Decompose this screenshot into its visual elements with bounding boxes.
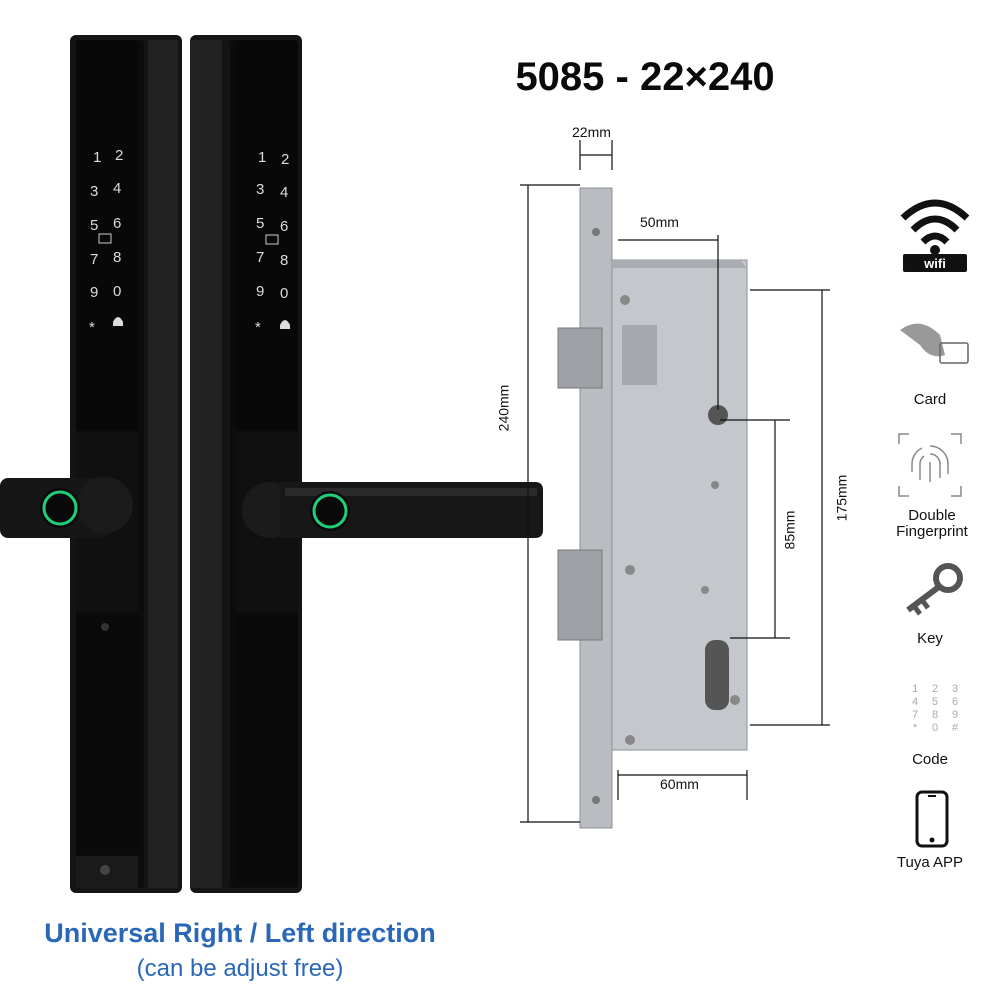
lock-left [70,35,182,893]
bell-icon [113,317,123,326]
keypad-digit: 6 [113,215,121,232]
keypad-digit: 7 [90,251,98,268]
dim-case-height: 175mm [833,474,850,522]
feature-label-fingerprint: Double Fingerprint [896,507,968,540]
keypad-digit: * [89,319,95,336]
feature-label-code: Code [912,751,948,768]
keypad-left: 1 2 3 4 5 6 7 8 9 0 * [89,147,123,336]
keypad-digit: 1 [258,149,266,166]
keypad-digit: 4 [280,184,288,201]
feature-label-card: Card [913,391,947,408]
keypad-right: 1 2 3 4 5 6 7 8 9 0 * [255,149,290,336]
card-reader-icon [98,233,112,244]
fingerprint-sensor-icon [42,490,78,526]
code-digit: 7 [911,709,919,721]
code-digit: 0 [931,722,939,734]
dim-height: 240mm [495,384,512,432]
keypad-digit: 1 [93,149,101,166]
card-reader-icon [265,234,279,245]
keypad-digit: 9 [256,283,264,300]
keypad-digit: 4 [113,180,121,197]
dim-spindle-to-cylinder: 85mm [781,510,798,550]
handle-left [0,477,133,538]
code-digit: 1 [911,683,919,695]
keypad-digit: 3 [90,183,98,200]
dim-faceplate-width: 22mm [572,124,611,140]
code-digit: 8 [931,709,939,721]
code-digit: 4 [911,696,919,708]
keypad-digit: 0 [280,285,288,302]
phone-icon [915,790,949,848]
keypad-digit: 5 [90,217,98,234]
keypad-digit: 3 [256,181,264,198]
code-digit: 2 [931,683,939,695]
keypad-digit: 6 [280,218,288,235]
keypad-digit: 9 [90,284,98,301]
smart-lock-illustration: 1 2 3 4 5 6 7 8 9 0 * 1 2 3 4 5 6 7 8 9 … [0,35,543,893]
keypad-digit: 0 [113,283,121,300]
handle-right [242,482,543,538]
code-digit: * [912,722,918,734]
keypad-digit: 8 [113,249,121,266]
code-digit: 6 [951,696,959,708]
card-icon [900,323,969,364]
fingerprint-sensor-icon [312,493,348,529]
feature-label-app: Tuya APP [896,854,964,871]
dim-case-depth: 60mm [660,776,699,792]
keypad-digit: 7 [256,249,264,266]
keypad-digit: 8 [280,252,288,269]
bell-icon [280,320,290,329]
code-digit: 5 [931,696,939,708]
wifi-icon [900,199,970,272]
dimension-lines [520,140,830,823]
code-digit: 9 [951,709,959,721]
dim-backset: 50mm [640,214,679,230]
fingerprint-icon [898,433,962,497]
wifi-badge-text: wifi [924,256,946,271]
code-digit: # [951,722,959,734]
keypad-digit: 5 [256,215,264,232]
code-digit: 3 [951,683,959,695]
direction-subcaption: (can be adjust free) [136,955,344,982]
direction-caption: Universal Right / Left direction [44,918,436,948]
model-title: 5085 - 22×240 [515,55,775,99]
keypad-digit: 2 [115,147,123,164]
keypad-digit: * [255,319,261,336]
key-icon [906,563,963,616]
keypad-icon: 1 2 3 4 5 6 7 8 9 * 0 # [905,683,965,735]
keypad-digit: 2 [281,151,289,168]
feature-label-key: Key [917,630,943,647]
mortise-lock-drawing [520,140,830,829]
